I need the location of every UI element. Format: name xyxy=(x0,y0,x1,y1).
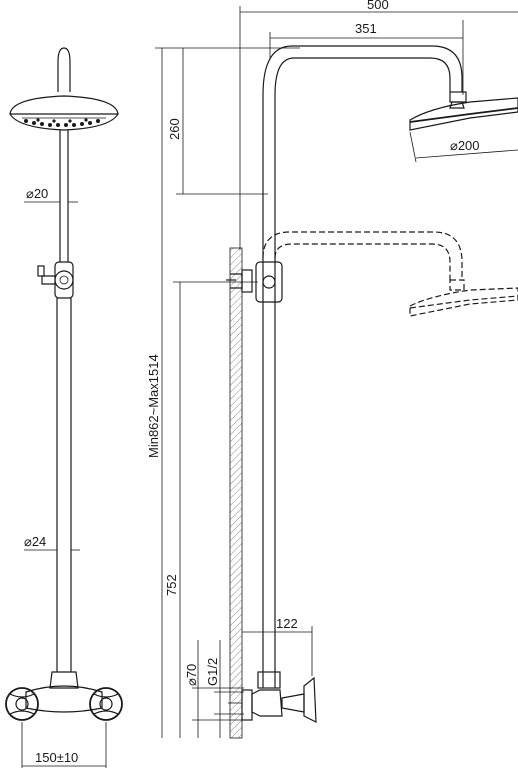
front-shower-head-nozzles xyxy=(24,118,100,127)
front-pipe-upper-diameter-label: ⌀20 xyxy=(26,186,48,201)
side-total-reach-label: 500 xyxy=(367,0,389,12)
side-shower-head-upper xyxy=(409,91,518,131)
side-wall-hatch xyxy=(229,247,243,739)
side-valve-projection-label: 122 xyxy=(276,616,298,631)
front-left-handle xyxy=(5,687,39,721)
front-pipe-lower-diameter-label: ⌀24 xyxy=(24,534,46,549)
side-head-diameter-label: ⌀200 xyxy=(450,138,480,153)
side-gooseneck-arm xyxy=(262,45,463,96)
side-view: 500 351 Min862~Max1514 260 752 xyxy=(146,0,518,739)
side-arm-reach-label: 351 xyxy=(355,21,377,36)
front-view: ⌀20 ⌀24 xyxy=(5,47,123,768)
side-mixer-valve xyxy=(228,671,317,723)
side-escutcheon-diameter-label: ⌀70 xyxy=(184,664,199,686)
front-mixer-valve xyxy=(5,671,123,721)
front-shower-arm xyxy=(57,47,71,92)
side-inlet-thread-label: G1/2 xyxy=(205,658,220,686)
side-arm-drop-label: 260 xyxy=(167,118,182,140)
front-right-handle xyxy=(89,687,123,721)
front-slider-bracket xyxy=(37,261,74,299)
side-slider-bracket xyxy=(226,261,283,303)
side-gooseneck-arm-lower-dashed xyxy=(262,231,463,280)
side-bracket-height-label: 752 xyxy=(164,574,179,596)
side-height-range-label: Min862~Max1514 xyxy=(146,354,161,458)
side-shower-head-lower-dashed xyxy=(409,279,518,317)
front-shower-head xyxy=(9,95,119,131)
front-valve-spacing-label: 150±10 xyxy=(35,750,78,765)
